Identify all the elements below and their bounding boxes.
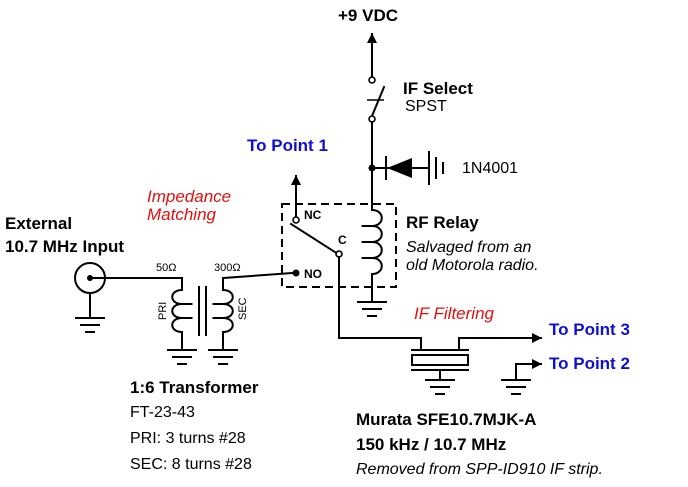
- relay-pin-c: C: [338, 233, 347, 247]
- relay-pin-nc: NC: [304, 208, 322, 222]
- relay-armature: [289, 222, 340, 256]
- point3-label: To Point 3: [549, 320, 630, 339]
- relay-nc-contact: [292, 216, 300, 224]
- ground-icon-input: [75, 317, 105, 333]
- diode-label: 1N4001: [462, 160, 518, 177]
- ground-icon-primary: [167, 349, 197, 365]
- ceramic-filter-icon: [411, 337, 469, 381]
- transformer-secondary-icon: [212, 289, 234, 333]
- ground-icon-filter: [425, 379, 455, 395]
- switch-lever: [370, 85, 386, 118]
- point1-label: To Point 1: [247, 136, 328, 155]
- relay-pin-no: NO: [304, 267, 322, 281]
- secondary-coil-label: SEC: [237, 297, 249, 320]
- input-label-line1: External: [5, 214, 72, 233]
- if-filtering-label: IF Filtering: [414, 304, 495, 323]
- transformer-pri-turns: PRI: 3 turns #28: [130, 430, 246, 447]
- ground-icon-relay: [357, 301, 387, 317]
- relay-note-line1: Salvaged from an: [406, 239, 532, 256]
- switch-type: SPST: [405, 98, 447, 115]
- ground-icon-secondary: [208, 349, 238, 365]
- supply-label: +9 VDC: [338, 6, 398, 25]
- secondary-impedance: 300Ω: [214, 262, 241, 274]
- impedance-label-line1: Impedance: [147, 187, 231, 206]
- relay-note-line2: old Motorola radio.: [406, 257, 539, 274]
- relay-no-contact: [292, 269, 300, 277]
- diode-icon: [371, 151, 444, 185]
- filter-source-label: Removed from SPP-ID910 IF strip.: [356, 461, 603, 478]
- filter-part-label: Murata SFE10.7MJK-A: [356, 410, 536, 429]
- relay-coil-icon: [361, 209, 383, 275]
- filter-spec-label: 150 kHz / 10.7 MHz: [356, 435, 506, 454]
- primary-impedance: 50Ω: [156, 262, 176, 274]
- primary-coil-label: PRI: [157, 302, 169, 320]
- switch-title: IF Select: [403, 79, 473, 98]
- secondary-feed-wire: [221, 271, 295, 280]
- switch-contact-top: [368, 76, 376, 84]
- impedance-label-line2: Matching: [147, 205, 217, 224]
- transformer-core: FT-23-43: [130, 404, 195, 421]
- transformer-primary-icon: [171, 289, 193, 333]
- input-label-line2: 10.7 MHz Input: [5, 237, 124, 256]
- ground-icon-point2: [501, 379, 531, 395]
- relay-title: RF Relay: [406, 213, 479, 232]
- transformer-title: 1:6 Transformer: [130, 378, 259, 397]
- point2-label: To Point 2: [549, 354, 630, 373]
- transformer-sec-turns: SEC: 8 turns #28: [130, 456, 252, 473]
